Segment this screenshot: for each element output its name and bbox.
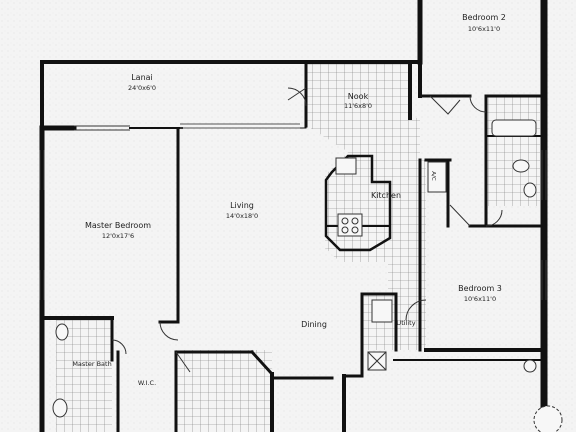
room-name-bedroom3: Bedroom 3: [458, 284, 502, 293]
burner: [351, 226, 359, 234]
room-bedroom2: Bedroom 2: [462, 13, 506, 22]
room-name-utility: Utility: [396, 319, 415, 327]
room-name-living: Living: [230, 201, 254, 210]
room-name-kitchen: Kitchen: [371, 191, 401, 200]
windows: [39, 123, 547, 300]
burner: [351, 217, 359, 225]
fixture-circle: [523, 359, 537, 373]
room-name-lanai: Lanai: [131, 73, 153, 82]
burner: [341, 217, 349, 225]
walls: [39, 0, 548, 432]
burner: [341, 226, 349, 234]
room-dims-master-bedroom: 12'0x17'6: [102, 232, 134, 240]
refrigerator: [427, 161, 447, 193]
toilet: [512, 159, 530, 173]
room-name-master-bath: Master Bath: [72, 360, 111, 368]
range: [337, 213, 363, 237]
room-name-master-bedroom: Master Bedroom: [85, 221, 151, 230]
water-heater: [371, 299, 393, 323]
room-dims-bedroom3: 10'6x11'0: [464, 295, 496, 303]
fixtures: [52, 119, 563, 432]
room-dims-lanai: 24'0x6'0: [128, 84, 156, 92]
master-toilet: [55, 323, 69, 341]
sink: [523, 182, 537, 198]
ac-label: A/C: [430, 171, 436, 181]
room-name-nook: Nook: [348, 92, 369, 101]
room-name-wic: W.I.C.: [138, 379, 156, 387]
kitchen-sink: [335, 157, 357, 175]
room-labels: Bedroom 2 10'6x11'0 Lanai 24'0x6'0 Nook …: [72, 13, 506, 387]
doors: [111, 87, 503, 373]
room-dims: 10'6x11'0: [468, 25, 500, 33]
master-sink: [52, 398, 68, 418]
room-dims-living: 14'0x18'0: [226, 212, 258, 220]
room-name: Bedroom 2: [462, 13, 506, 22]
bathtub: [491, 119, 537, 137]
column-circle: [533, 405, 563, 432]
room-name-dining: Dining: [301, 320, 327, 329]
room-dims-nook: 11'6x8'0: [344, 102, 372, 110]
